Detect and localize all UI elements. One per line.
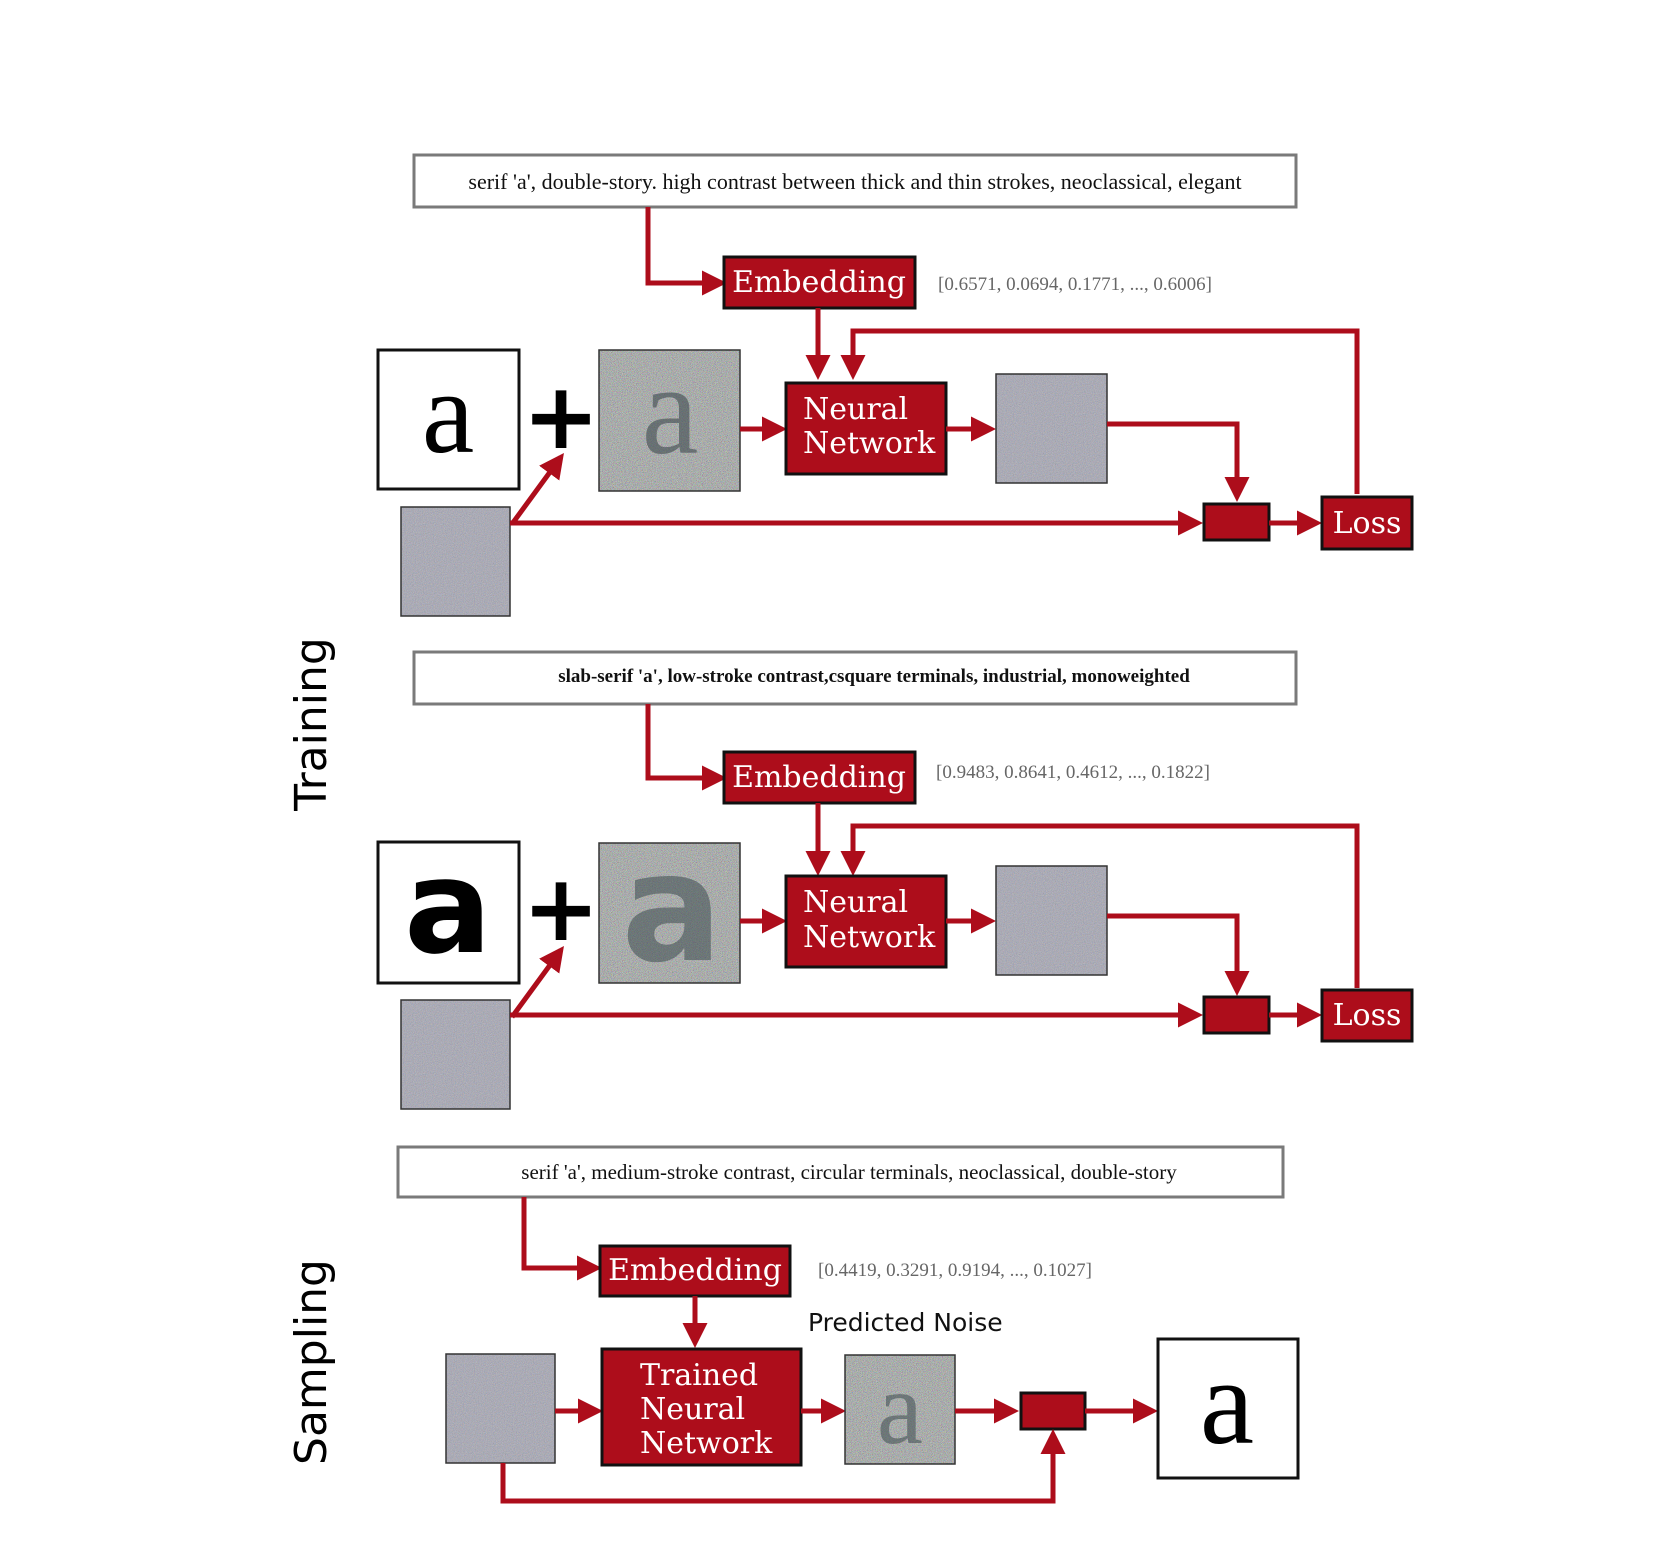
embedding-label: Embedding (732, 265, 906, 300)
training-row-1: serif 'a', double-story. high contrast b… (376, 153, 1414, 617)
compare-box (1202, 502, 1271, 542)
embedding-label: Embedding (608, 1253, 782, 1288)
loss-feedback-arrow (840, 328, 1360, 494)
output-glyph-box (1156, 1337, 1300, 1480)
network-label-line1: Trained (640, 1358, 758, 1393)
predicted-noise-image (995, 865, 1108, 976)
prompt-text: serif 'a', medium-stroke contrast, circu… (521, 1160, 1177, 1184)
embedding-vector: [0.9483, 0.8641, 0.4612, ..., 0.1822] (936, 762, 1210, 783)
noise-to-plus-arrow (509, 945, 564, 1019)
predicted-noise-caption: Predicted Noise (808, 1308, 1003, 1337)
prompt-to-embedding-arrow (645, 207, 727, 296)
noise-to-subtract-arrow (500, 1429, 1066, 1504)
input-noise-image (445, 1353, 556, 1464)
embedding-vector: [0.4419, 0.3291, 0.9194, ..., 0.1027] (818, 1260, 1092, 1281)
noisy-glyph: a (621, 822, 722, 996)
predicted-noise-image (844, 1354, 956, 1465)
loss-box (1320, 495, 1414, 551)
compare-box (1202, 995, 1271, 1035)
clean-glyph-box (376, 840, 521, 985)
prediction-to-compare-arrow (1107, 421, 1250, 502)
prompt-box (412, 153, 1298, 209)
network-label-line2: Network (803, 920, 936, 955)
clean-glyph: a (422, 347, 474, 478)
clean-glyph: a (404, 831, 492, 983)
loss-label: Loss (1333, 506, 1402, 541)
added-noise-image (400, 506, 511, 617)
training-section-label: Training (286, 637, 337, 812)
prompt-to-embedding-arrow (521, 1197, 602, 1281)
network-label-line2: Network (803, 426, 936, 461)
loss-feedback-arrow (840, 823, 1360, 988)
network-label-line2: Neural (640, 1392, 745, 1427)
neural-network-box (784, 381, 948, 476)
plus-symbol: + (522, 855, 599, 962)
embedding-label: Embedding (732, 760, 906, 795)
plus-symbol: + (522, 363, 599, 470)
network-label-line1: Neural (803, 392, 908, 427)
loss-label: Loss (1333, 998, 1402, 1033)
noisy-glyph-image (598, 842, 741, 984)
prompt-to-embedding-arrow (645, 704, 727, 791)
noisy-glyph-image (598, 349, 741, 492)
prompt-box (396, 1145, 1285, 1199)
prediction-to-compare-arrow (1107, 913, 1250, 996)
neural-network-box (784, 874, 948, 969)
prompt-text: slab-serif 'a', low-stroke contrast,csqu… (558, 666, 1190, 687)
network-label-line3: Network (640, 1426, 773, 1461)
noisy-glyph: a (877, 1351, 923, 1466)
trained-network-box (600, 1347, 803, 1467)
added-noise-image (400, 999, 511, 1110)
embedding-vector: [0.6571, 0.0694, 0.1771, ..., 0.6006] (938, 274, 1212, 295)
output-glyph: a (1200, 1335, 1254, 1470)
prompt-box (412, 650, 1298, 706)
predicted-noise-image (995, 373, 1108, 484)
noisy-glyph: a (642, 339, 699, 481)
prompt-text: serif 'a', double-story. high contrast b… (468, 169, 1241, 194)
sampling-section-label: Sampling (286, 1259, 337, 1465)
network-label-line1: Neural (803, 885, 908, 920)
sampling-row: serif 'a', medium-stroke contrast, circu… (396, 1145, 1300, 1504)
training-row-2: slab-serif 'a', low-stroke contrast,csqu… (376, 650, 1414, 1110)
embedding-box (722, 750, 917, 805)
clean-glyph-box (376, 348, 521, 491)
loss-box (1320, 988, 1414, 1043)
noise-to-plus-arrow (509, 452, 564, 526)
subtract-box (1019, 1391, 1087, 1431)
